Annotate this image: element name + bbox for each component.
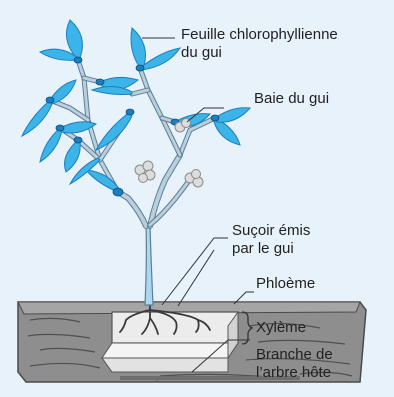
branch-label: Branche de l’arbre hôte [256, 346, 333, 382]
leaf [215, 108, 250, 123]
haustorium-label-line1: Suçoir émis [232, 222, 310, 240]
leaf-label-line1: Feuille chlorophyllienne [181, 26, 338, 44]
leaf-label-line2: du gui [181, 44, 338, 62]
leaf-label: Feuille chlorophyllienne du gui [181, 26, 338, 62]
leader-haustorium [162, 238, 228, 305]
xylem-label: Xylème [256, 319, 306, 337]
wood-front [102, 358, 228, 372]
leaf [140, 48, 180, 70]
xylem-face [102, 343, 238, 358]
haustorium-label: Suçoir émis par le gui [232, 222, 310, 258]
branch-label-line1: Branche de [256, 346, 333, 364]
haustorium-label-line2: par le gui [232, 240, 310, 258]
leaf [22, 100, 52, 136]
leaf [40, 128, 62, 162]
berry-label-text: Baie du gui [254, 90, 329, 107]
leaf [65, 140, 81, 172]
leaf [96, 112, 132, 150]
phloem-label-text: Phloème [256, 275, 315, 292]
branch-label-line2: l’arbre hôte [256, 364, 333, 382]
leaf [131, 28, 146, 68]
phloem-label: Phloème [256, 275, 315, 293]
berry-label: Baie du gui [254, 90, 329, 108]
xylem-label-text: Xylème [256, 319, 306, 336]
